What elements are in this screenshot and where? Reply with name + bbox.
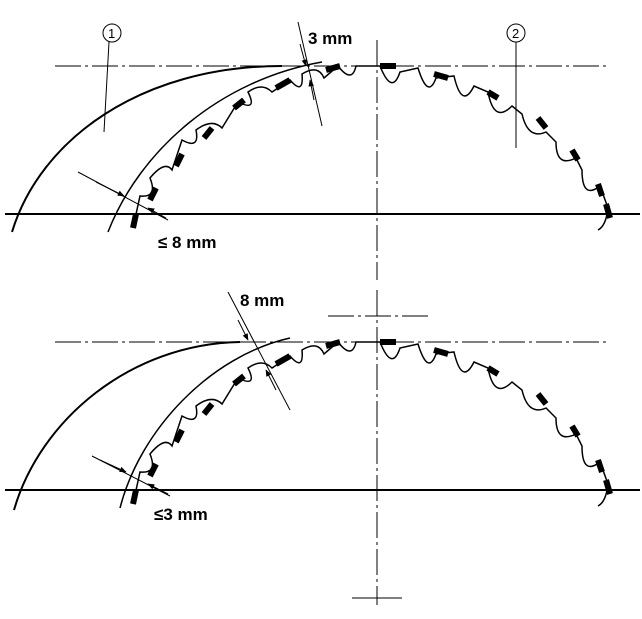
bottom-label-3mm: ≤3 mm	[154, 505, 208, 524]
top-view: 3 mm ≤ 8 mm 1 2	[5, 21, 640, 280]
bottom-view: 8 mm ≤3 mm	[5, 290, 640, 605]
bottom-radial-arrow-2	[265, 369, 277, 391]
bottom-gap-arrow	[99, 459, 127, 473]
bottom-gap-arrow-2	[147, 483, 169, 495]
bottom-saw-blade-profile	[132, 340, 609, 507]
marker-1-leader	[103, 41, 110, 133]
top-label-8mm: ≤ 8 mm	[158, 233, 216, 252]
bottom-radial-arrow	[237, 319, 249, 341]
marker-1-number: 1	[108, 26, 115, 41]
top-gap-arrow	[95, 181, 125, 197]
bottom-arc-part-1	[13, 341, 241, 511]
bottom-radial-dim-line	[227, 291, 291, 411]
top-radial-arrow-2	[308, 79, 315, 101]
top-tooth-tips	[130, 63, 613, 229]
top-saw-blade-profile	[132, 64, 609, 231]
top-radial-arrow	[299, 43, 308, 67]
top-arc-part-1	[11, 65, 283, 233]
top-radial-dim-line	[297, 21, 323, 127]
marker-2-number: 2	[512, 26, 519, 41]
bottom-tooth-tips	[130, 339, 613, 505]
bottom-label-8mm: 8 mm	[240, 291, 284, 310]
top-label-3mm: 3 mm	[308, 29, 352, 48]
marker-1-circle	[102, 23, 122, 43]
bottom-arc-inner	[119, 337, 291, 509]
top-gap-arrow-2	[147, 207, 167, 219]
top-arc-inner	[107, 61, 323, 233]
